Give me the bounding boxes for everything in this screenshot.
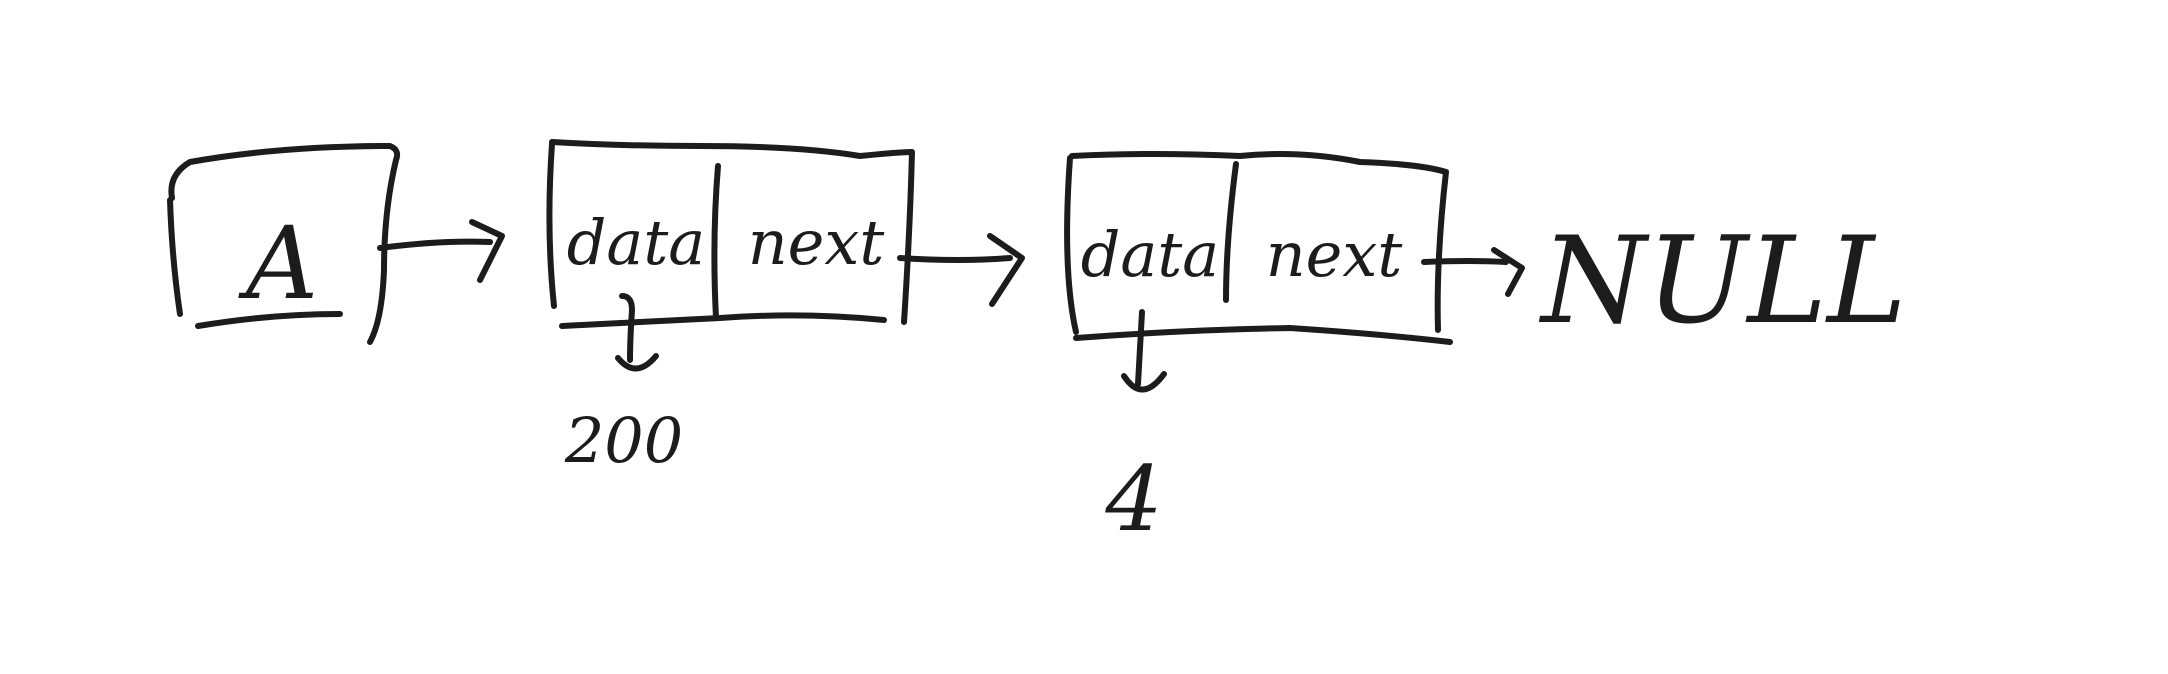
- arrow-node1-to-node2: [897, 233, 1025, 307]
- node-1-data-label: data: [567, 206, 706, 279]
- node-2-next-label: next: [1266, 218, 1403, 291]
- arrow-head-to-node1: [377, 219, 505, 283]
- node-2-value-arrow: [1135, 309, 1145, 387]
- node-2-data-label: data: [1081, 218, 1220, 291]
- node-2-value: 4: [1104, 447, 1162, 552]
- node-2: data next 4: [1064, 151, 1453, 552]
- node-1-next-label: next: [748, 206, 885, 279]
- arrow-node2-to-null: [1421, 247, 1525, 297]
- null-terminal: NULL: [1538, 212, 1907, 351]
- node-1: data next 200: [546, 139, 915, 477]
- node-1-value: 200: [564, 404, 683, 477]
- node-1-divider: [711, 163, 721, 321]
- head-pointer-box: A: [167, 143, 401, 345]
- node-2-divider: [1223, 161, 1239, 303]
- node-1-value-arrow: [619, 293, 635, 363]
- head-label: A: [238, 205, 318, 322]
